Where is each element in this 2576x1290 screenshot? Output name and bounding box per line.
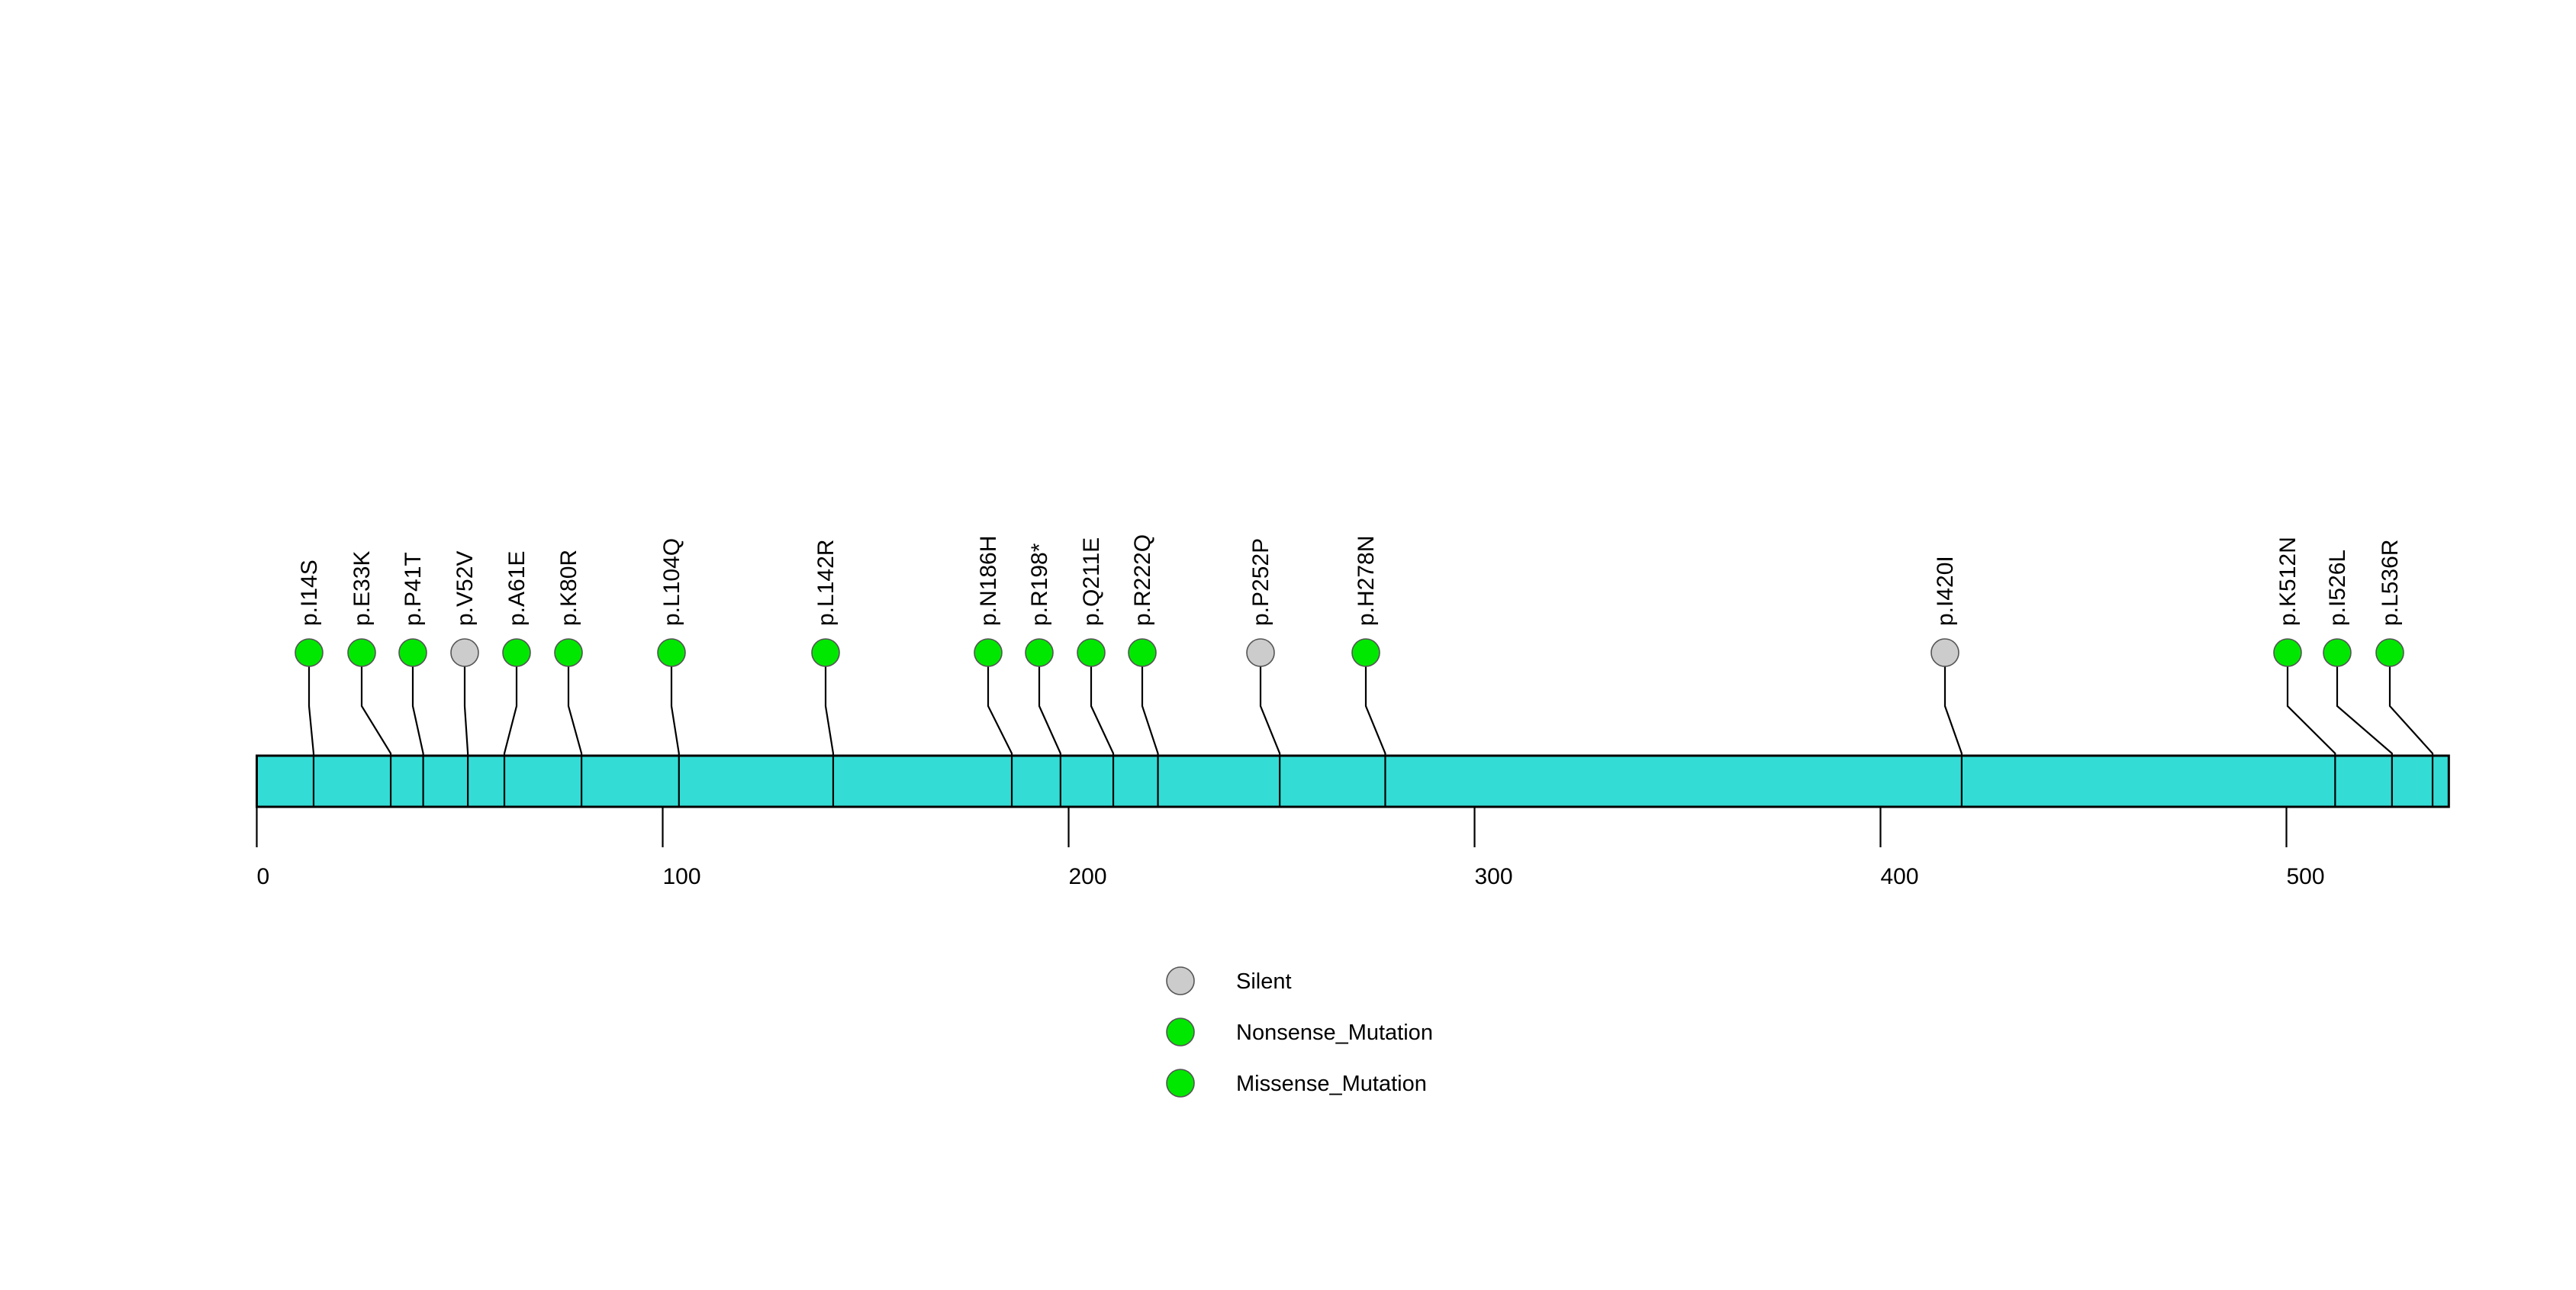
lollipop-head-pA61E[interactable] (502, 638, 531, 667)
axis-ticks-layer: 0 100 200 300 400 500 (256, 807, 2325, 889)
axis-tick-label: 500 (2287, 864, 2325, 889)
mutation-label: p.V52V (452, 551, 478, 626)
mutation-labels-layer: p.I14S p.E33K p.P41T p.V52V p.A61E p.K80R p.L1… (297, 534, 2403, 626)
lollipop-head-pI420I[interactable] (1930, 638, 1959, 667)
lollipop-head-pQ211E[interactable] (1077, 638, 1106, 667)
lollipop-head-pK80R[interactable] (554, 638, 583, 667)
lollipop-head-pL142R[interactable] (811, 638, 840, 667)
axis-tick-label: 300 (1475, 864, 1513, 889)
lollipop-head-pP252P[interactable] (1246, 638, 1275, 667)
mutation-label: p.E33K (349, 551, 375, 626)
axis-tick-label: 100 (663, 864, 701, 889)
legend-label: Nonsense_Mutation (1236, 1021, 1433, 1045)
mutation-label: p.A61E (504, 551, 530, 626)
legend-label: Silent (1236, 969, 1292, 994)
mutation-label: p.R222Q (1130, 534, 1155, 626)
lollipop-heads-layer (295, 638, 2404, 667)
mutation-label: p.L142R (813, 540, 839, 626)
mutation-label: p.R198* (1027, 543, 1052, 626)
lollipop-head-pH278N[interactable] (1351, 638, 1380, 667)
protein-backbone-bar (256, 754, 2450, 808)
lollipop-head-pI14S[interactable] (295, 638, 324, 667)
protein-backbone-layer (256, 754, 2450, 808)
mutation-label: p.N186H (976, 536, 1001, 626)
mutation-label: p.Q211E (1079, 537, 1104, 626)
axis-tick-label: 200 (1069, 864, 1107, 889)
lollipop-head-pI526L[interactable] (2323, 638, 2352, 667)
axis-tick-label: 0 (257, 864, 270, 889)
mutation-label: p.K512N (2275, 537, 2301, 626)
mutation-label: p.K80R (556, 550, 581, 626)
mutation-label: p.P41T (401, 552, 426, 626)
lollipop-head-pK512N[interactable] (2273, 638, 2302, 667)
mutation-label: p.I420I (1933, 556, 1958, 626)
mutation-label: p.H278N (1354, 536, 1379, 626)
mutation-label: p.I14S (297, 560, 322, 626)
lollipop-head-pL536R[interactable] (2375, 638, 2404, 667)
legend-swatch (1166, 966, 1195, 995)
lollipop-head-pP41T[interactable] (398, 638, 427, 667)
lollipop-head-pN186H[interactable] (974, 638, 1003, 667)
lollipop-head-pE33K[interactable] (347, 638, 376, 667)
mutation-label: p.L104Q (659, 538, 684, 626)
legend-swatch (1166, 1069, 1195, 1098)
lollipop-head-pR222Q[interactable] (1128, 638, 1157, 667)
lollipop-head-pL104Q[interactable] (657, 638, 686, 667)
mutation-label: p.I526L (2325, 550, 2350, 626)
lollipop-head-pR198[interactable] (1025, 638, 1054, 667)
mutation-label: p.L536R (2378, 540, 2403, 626)
mutation-label: p.P252P (1248, 538, 1274, 626)
axis-tick-label: 400 (1881, 864, 1919, 889)
lollipop-head-pV52V[interactable] (450, 638, 479, 667)
legend-swatch (1166, 1017, 1195, 1047)
legend-label: Missense_Mutation (1236, 1072, 1427, 1096)
